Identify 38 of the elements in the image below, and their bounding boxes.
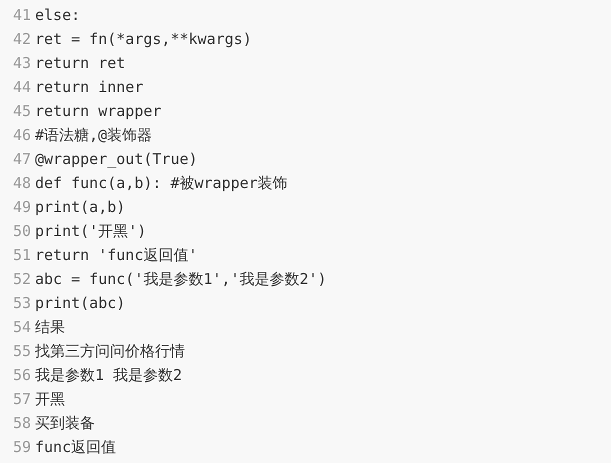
line-number: 56: [13, 365, 32, 385]
line-number: 57: [13, 389, 32, 409]
code-line: 找第三方问问价格行情: [35, 341, 185, 361]
line-number: 44: [13, 77, 32, 97]
line-number: 55: [13, 341, 32, 361]
code-line: ret = fn(*args,**kwargs): [35, 29, 252, 49]
code-line: @wrapper_out(True): [35, 149, 198, 169]
code-line: func返回值: [35, 437, 116, 457]
code-line: else:: [35, 5, 80, 25]
line-number: 50: [13, 221, 32, 241]
code-line: return ret: [35, 53, 126, 73]
code-line: print('开黑'): [35, 221, 146, 241]
code-line: print(abc): [35, 293, 126, 313]
line-number: 59: [13, 437, 32, 457]
code-line: 买到装备: [35, 413, 95, 433]
code-line: 开黑: [35, 389, 65, 409]
line-number: 49: [13, 197, 32, 217]
line-number: 53: [13, 293, 32, 313]
line-number: 58: [13, 413, 32, 433]
code-line: return 'func返回值': [35, 245, 198, 265]
line-number: 48: [13, 173, 32, 193]
line-number: 41: [13, 5, 32, 25]
line-number: 43: [13, 53, 32, 73]
code-line: def func(a,b): #被wrapper装饰: [35, 173, 288, 193]
line-number: 54: [13, 317, 32, 337]
code-line: return inner: [35, 77, 144, 97]
code-line: 结果: [35, 317, 65, 337]
line-number: 46: [13, 125, 32, 145]
code-line: abc = func('我是参数1','我是参数2'): [35, 269, 327, 289]
line-number: 52: [13, 269, 32, 289]
line-number: 42: [13, 29, 32, 49]
code-line: print(a,b): [35, 197, 126, 217]
code-line: #语法糖,@装饰器: [35, 125, 152, 145]
code-line: 我是参数1 我是参数2: [35, 365, 182, 385]
code-line: return wrapper: [35, 101, 162, 121]
line-number: 45: [13, 101, 32, 121]
line-number: 51: [13, 245, 32, 265]
line-number: 47: [13, 149, 32, 169]
